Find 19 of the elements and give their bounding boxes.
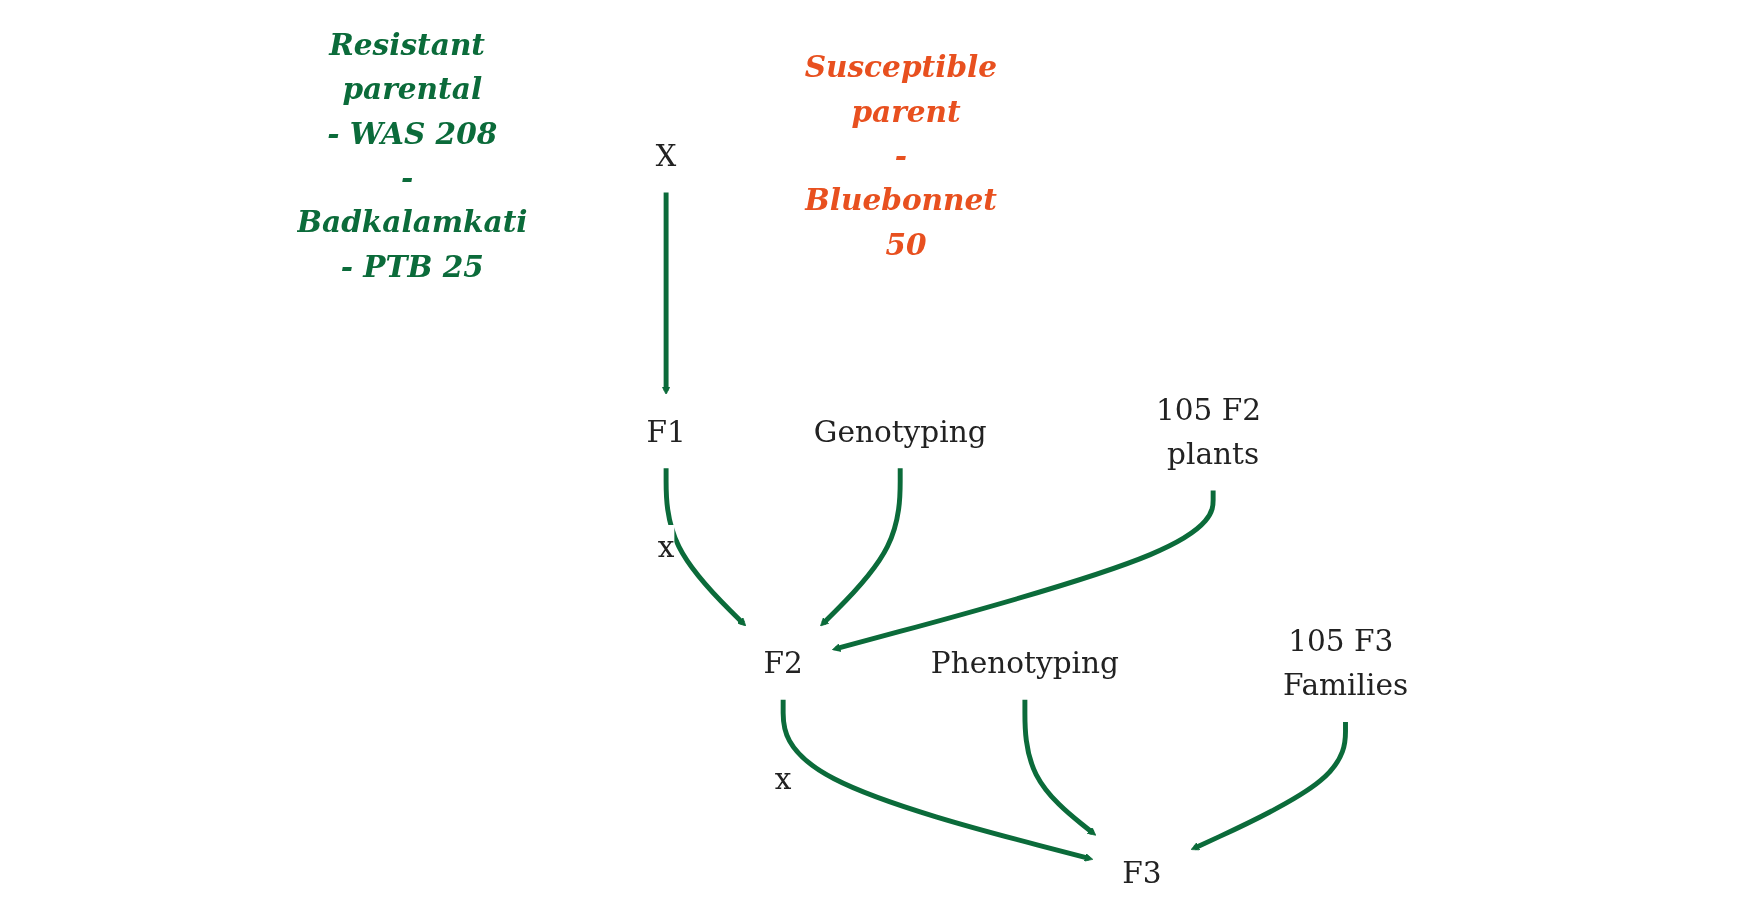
arrow — [1022, 699, 1097, 836]
node-text: Resistant parental - WAS 208 - Badkalamkati - PTB 25 — [297, 27, 528, 284]
node-text: Phenotyping — [930, 645, 1119, 681]
node-text: Genotyping — [813, 414, 987, 449]
arrow — [780, 699, 1094, 862]
node-text: 105 F3 Families — [1282, 623, 1409, 703]
node-text: Susceptible parent - Bluebonnet 50 — [804, 49, 998, 262]
edge-label: x — [657, 529, 675, 565]
node-text: F3 — [1122, 854, 1162, 890]
node-text: F2 — [763, 645, 803, 681]
arrow — [663, 468, 747, 627]
arrow — [831, 490, 1216, 652]
arrow — [1190, 722, 1348, 851]
node-text: 105 F2 plants — [1155, 392, 1261, 471]
node-text: X — [655, 138, 677, 173]
node-text: F1 — [646, 414, 686, 449]
arrow — [661, 192, 671, 395]
edge-label: x — [774, 761, 792, 796]
arrow — [820, 468, 903, 627]
